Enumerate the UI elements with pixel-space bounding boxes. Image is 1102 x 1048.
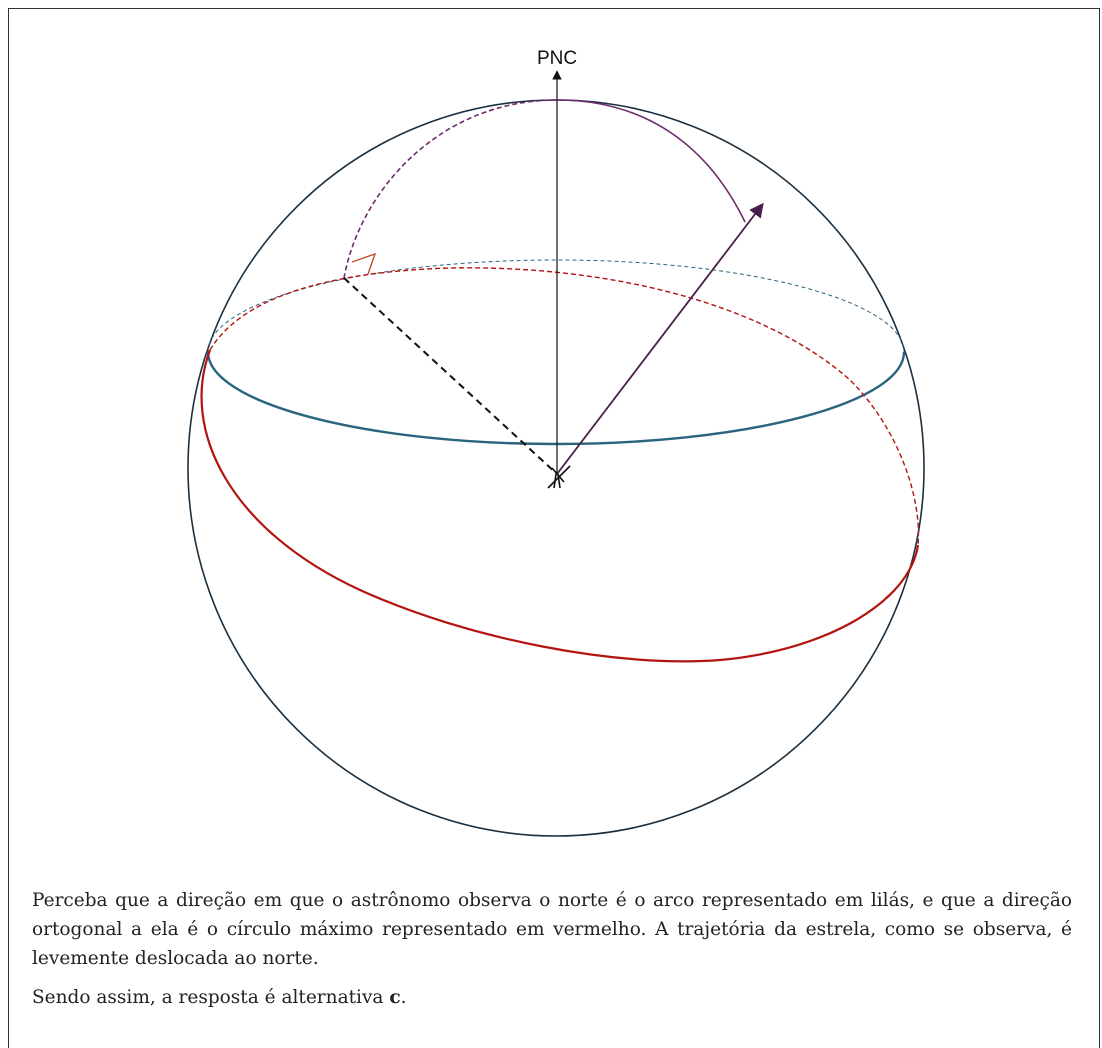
figure-frame xyxy=(8,8,1100,1048)
answer-prefix: Sendo assim, a resposta é alternativa xyxy=(32,987,390,1008)
answer-paragraph: Sendo assim, a resposta é alternativa c. xyxy=(32,983,1072,1012)
pole-label: PNC xyxy=(537,48,577,69)
celestial-sphere-diagram: PNC xyxy=(187,48,925,837)
great-circle-back xyxy=(209,267,920,546)
star-direction-arrow xyxy=(556,202,764,475)
observer-icon xyxy=(547,465,571,489)
answer-suffix: . xyxy=(400,987,407,1008)
great-circle-front xyxy=(200,349,920,663)
explanation-text: Perceba que a direção em que o astrônomo… xyxy=(32,886,1072,1022)
right-angle-marker xyxy=(351,252,377,275)
explanation-paragraph: Perceba que a direção em que o astrônomo… xyxy=(32,890,1072,969)
meridian-arc-back xyxy=(343,99,558,279)
meridian-arc-front xyxy=(556,99,746,223)
horizon-front-half xyxy=(206,351,906,446)
answer-letter: c xyxy=(389,987,401,1008)
horizon-back-half xyxy=(207,259,905,353)
observer-to-north-dashed-line xyxy=(343,277,558,475)
celestial-sphere xyxy=(187,99,925,837)
